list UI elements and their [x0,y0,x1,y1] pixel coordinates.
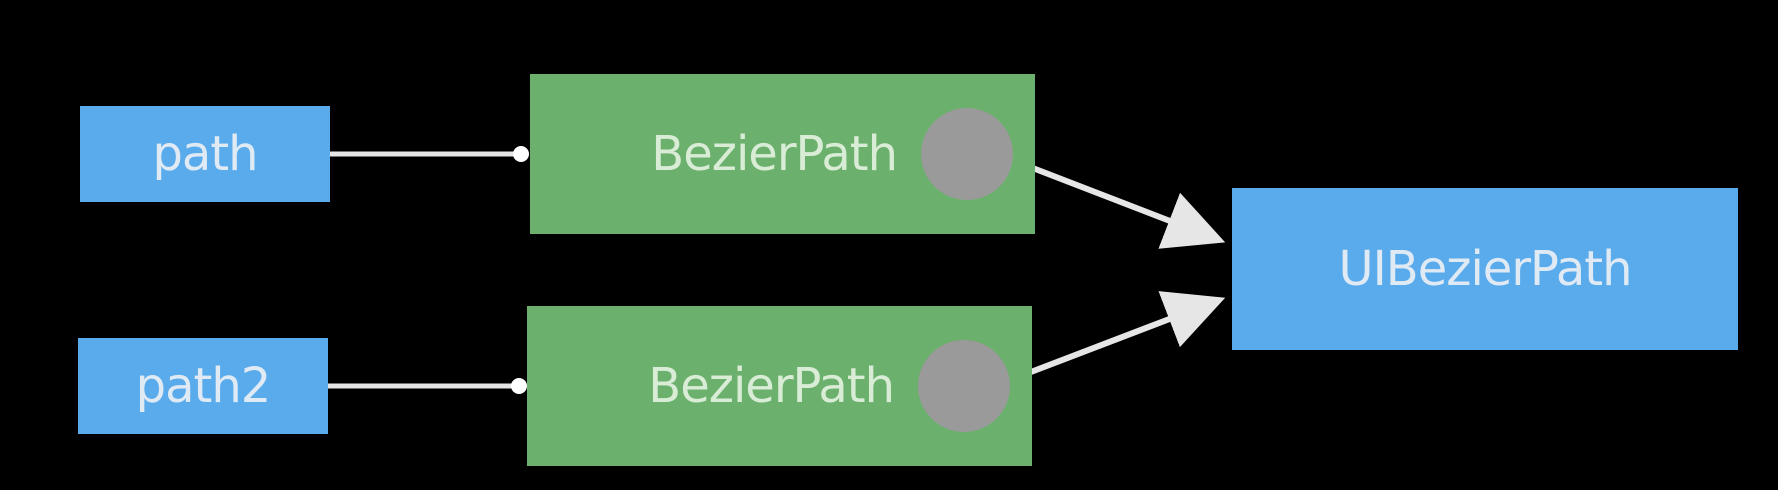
arrow-bezierpath-2-to-uibezierpath [1008,291,1226,383]
uibezierpath-box[interactable]: UIBezierPath [1232,188,1738,350]
input-box-label: path2 [135,358,272,414]
input-socket-1 [513,146,529,162]
bezierpath-node-1[interactable]: BezierPath [530,74,1035,234]
input-box-path2[interactable]: path2 [78,338,328,434]
input-box-label: path [152,126,258,182]
output-port-circle[interactable] [918,340,1010,432]
node-label: BezierPath [651,126,898,182]
arrow-bezierpath-1-to-uibezierpath [1010,157,1226,249]
output-box-label: UIBezierPath [1338,241,1633,297]
output-port-circle[interactable] [921,108,1013,200]
bezierpath-node-2[interactable]: BezierPath [527,306,1032,466]
input-socket-2 [511,378,527,394]
input-box-path[interactable]: path [80,106,330,202]
node-label: BezierPath [648,358,895,414]
